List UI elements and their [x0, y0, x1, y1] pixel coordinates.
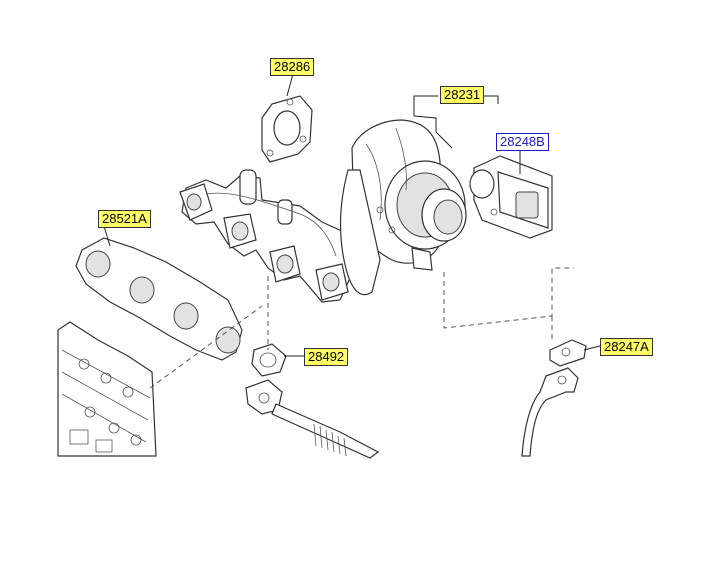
alignment-lines: [149, 267, 574, 389]
label-28247a[interactable]: 28247A: [600, 338, 653, 356]
exhaust-manifold[interactable]: [179, 169, 351, 303]
label-28248b[interactable]: 28248B: [496, 133, 549, 151]
manifold-gasket-28521a[interactable]: [75, 237, 243, 361]
oil-feed-pipe[interactable]: [521, 367, 579, 457]
label-28286[interactable]: 28286: [270, 58, 315, 76]
actuator-28248b[interactable]: [469, 155, 553, 239]
cylinder-head: [57, 321, 157, 457]
label-28492[interactable]: 28492: [304, 348, 349, 366]
pipe-gasket-28247a[interactable]: [549, 339, 587, 367]
gasket-28286[interactable]: [261, 95, 313, 163]
oil-return-line[interactable]: [245, 379, 380, 459]
label-28521a[interactable]: 28521A: [98, 210, 151, 228]
oil-gasket-28492[interactable]: [251, 343, 287, 377]
label-28231[interactable]: 28231: [440, 86, 485, 104]
turbocharger[interactable]: [339, 119, 467, 296]
